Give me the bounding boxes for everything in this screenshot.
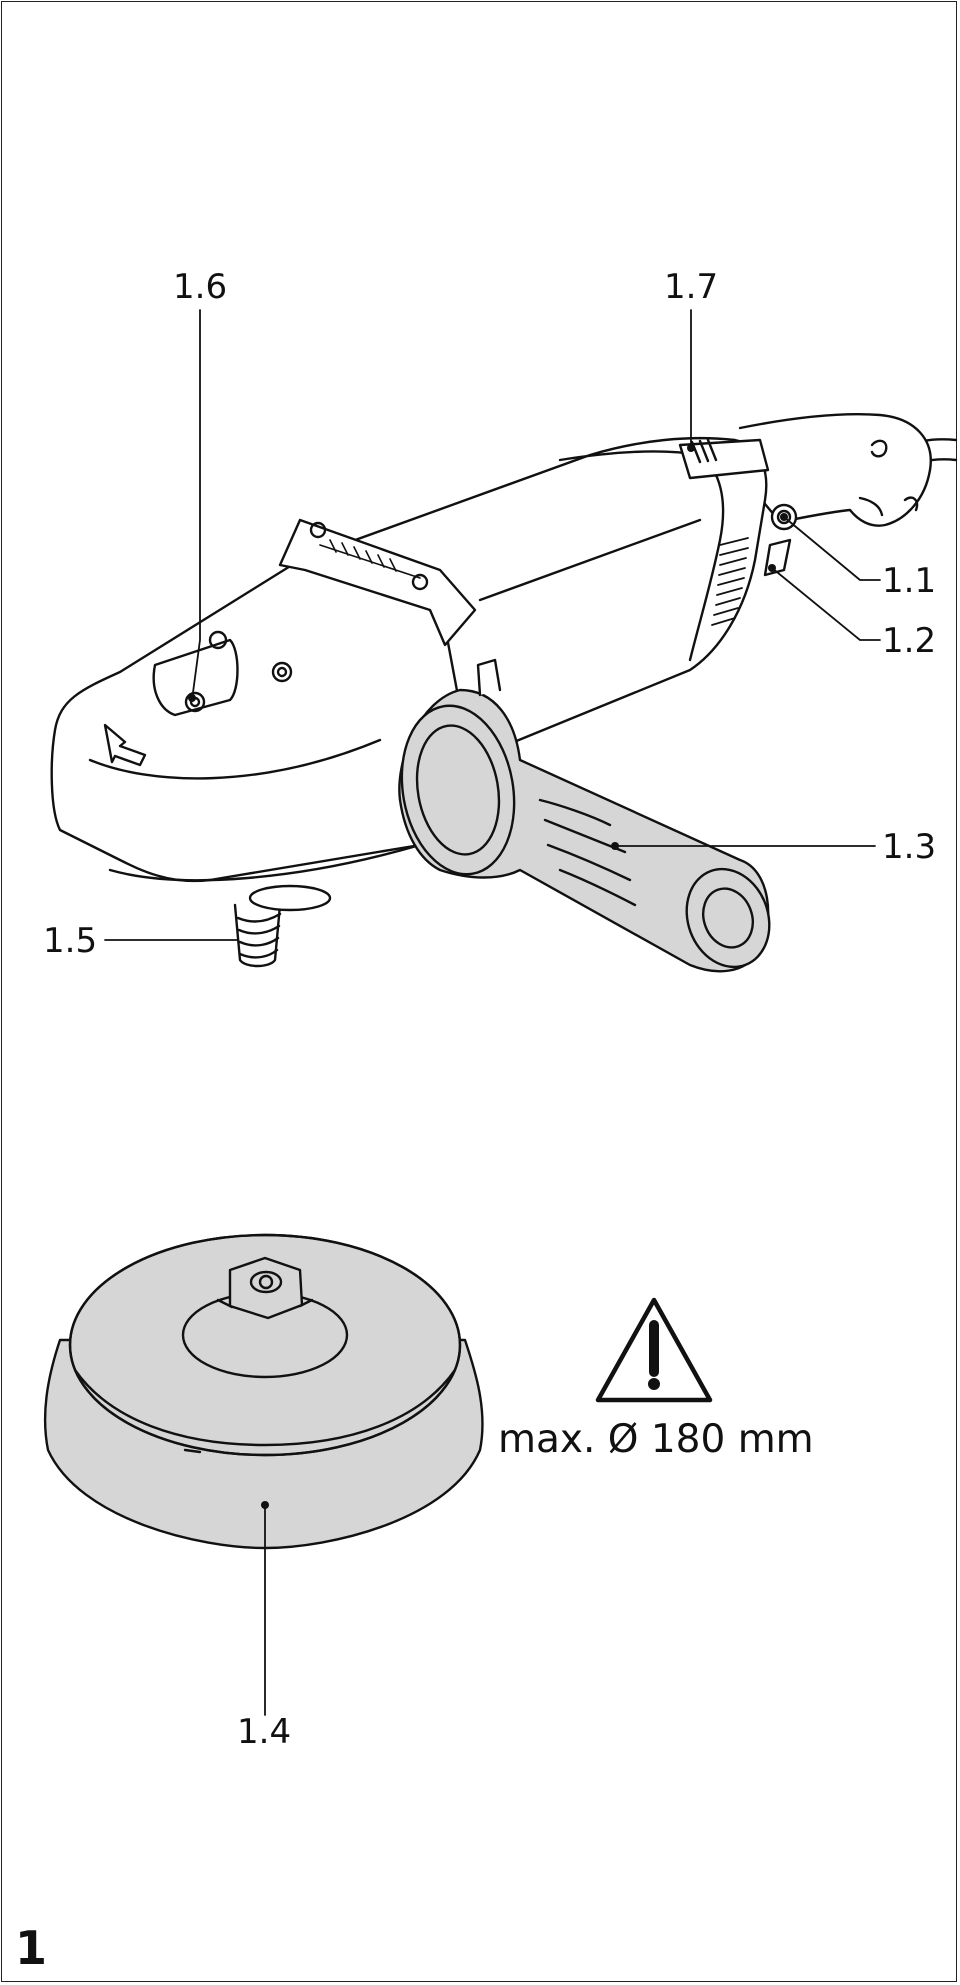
callout-1-5: 1.5 [43,921,98,961]
ventilation-slots [711,537,749,626]
callout-1-3: 1.3 [882,827,937,867]
callout-1-2: 1.2 [882,621,937,661]
callout-1-4: 1.4 [237,1712,292,1752]
max-diameter-caption: max. Ø 180 mm [498,1417,814,1462]
side-handle [398,658,771,973]
leader-lines [104,309,881,1716]
callout-1-7: 1.7 [664,267,719,307]
callout-1-6: 1.6 [173,267,228,307]
top-cover [278,518,477,647]
polishing-pad [43,1233,484,1550]
warning-triangle-icon [595,1297,713,1403]
threaded-spindle [233,884,332,968]
callout-1-1: 1.1 [882,561,937,601]
rear-handle [738,413,932,527]
figure-number: 1 [15,1921,48,1975]
